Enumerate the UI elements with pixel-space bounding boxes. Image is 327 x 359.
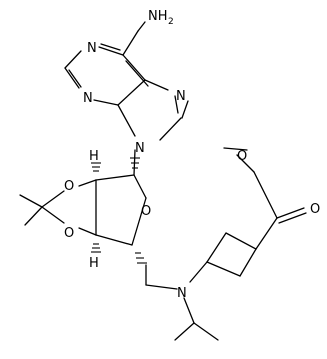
amine-bonds — [145, 261, 219, 341]
amine-subscript-label: 2 — [168, 17, 174, 27]
purine-n3-label: N — [83, 91, 93, 106]
amine-n-label: N — [177, 286, 187, 301]
purine-n9-label: N — [135, 141, 145, 156]
purine-bonds — [64, 21, 189, 141]
stereo-h1-label: H — [89, 149, 99, 164]
acetonide-bonds — [19, 179, 97, 236]
amine-nh-label: NH — [148, 9, 168, 24]
purine-n7-label: N — [176, 89, 186, 104]
stereo-hashes — [91, 157, 147, 264]
ring-oxygen-label: O — [141, 204, 151, 219]
dioxolane-o1-label: O — [64, 179, 74, 194]
dioxolane-o2-label: O — [64, 226, 74, 241]
furanose-bonds — [95, 149, 147, 246]
ester-carbonyl-o-label: O — [310, 202, 320, 217]
ester-methoxy-o-label: O — [237, 149, 247, 164]
ester-bonds — [223, 147, 307, 250]
cyclobutane-bonds — [206, 232, 257, 277]
stereo-h2-label: H — [89, 256, 99, 271]
purine-n1-label: N — [87, 41, 97, 56]
